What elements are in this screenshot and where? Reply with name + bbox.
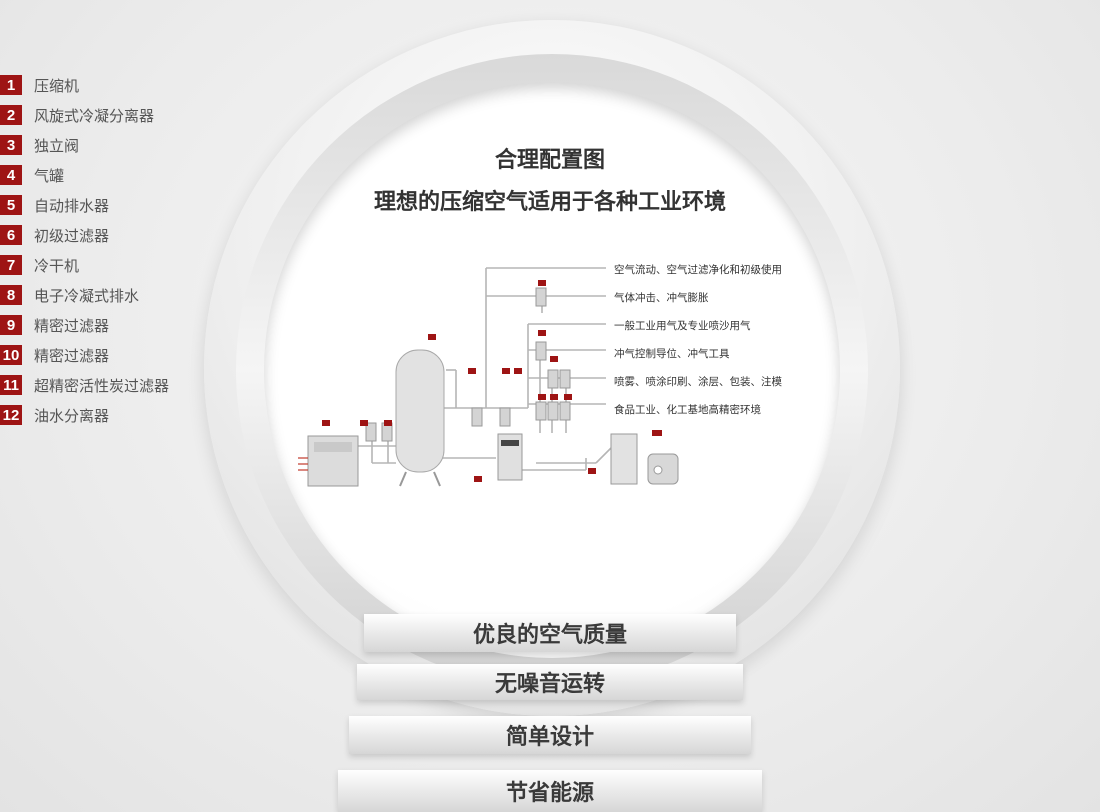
legend-item: 6 初级过滤器 (0, 224, 109, 246)
legend-number: 1 (0, 75, 22, 95)
legend-label: 气罐 (34, 166, 65, 185)
usage-item: 冲气控制导位、冲气工具 (614, 348, 730, 360)
legend-label: 自动排水器 (34, 196, 110, 215)
usage-item: 空气流动、空气过滤净化和初级使用 (614, 264, 782, 276)
legend-number: 6 (0, 225, 22, 245)
legend-item: 8 电子冷凝式排水 (0, 284, 139, 306)
legend-item: 10 精密过滤器 (0, 344, 109, 366)
legend-number: 8 (0, 285, 22, 305)
legend-item: 3 独立阀 (0, 134, 79, 156)
feature-step-2: 无噪音运转 (357, 664, 743, 700)
usage-item: 喷雾、喷涂印刷、涂层、包装、注模 (614, 376, 782, 388)
legend-item: 9 精密过滤器 (0, 314, 109, 336)
legend-label: 初级过滤器 (34, 226, 110, 245)
diagram-subtitle: 理想的压缩空气适用于各种工业环境 (373, 190, 726, 215)
legend-item: 2 风旋式冷凝分离器 (0, 104, 154, 126)
legend-number: 11 (0, 375, 22, 395)
legend-label: 压缩机 (34, 76, 80, 95)
feature-step-1: 优良的空气质量 (364, 614, 736, 652)
legend-number: 12 (0, 405, 22, 425)
legend-label: 超精密活性炭过滤器 (34, 376, 170, 395)
usage-item: 食品工业、化工基地高精密环境 (614, 404, 761, 416)
legend-item: 12 油水分离器 (0, 404, 109, 426)
legend-label: 油水分离器 (34, 406, 110, 425)
legend-item: 5 自动排水器 (0, 194, 109, 216)
legend-number: 5 (0, 195, 22, 215)
legend-number: 4 (0, 165, 22, 185)
diagram-title: 合理配置图 (494, 148, 605, 173)
legend-label: 精密过滤器 (34, 346, 110, 365)
usage-item: 气体冲击、冲气膨胀 (614, 292, 709, 304)
legend-number: 7 (0, 255, 22, 275)
legend-number: 9 (0, 315, 22, 335)
legend-item: 11 超精密活性炭过滤器 (0, 374, 169, 396)
feature-step-3: 简单设计 (349, 716, 751, 754)
legend-label: 独立阀 (34, 136, 80, 155)
legend-label: 冷干机 (34, 256, 80, 275)
legend-number: 2 (0, 105, 22, 125)
legend-item: 1 压缩机 (0, 74, 79, 96)
legend-number: 3 (0, 135, 22, 155)
legend-label: 风旋式冷凝分离器 (34, 106, 155, 125)
equipment-layout-illustration (298, 267, 679, 487)
legend-item: 7 冷干机 (0, 254, 79, 276)
legend-label: 电子冷凝式排水 (34, 286, 140, 305)
legend-item: 4 气罐 (0, 164, 64, 186)
legend-number: 10 (0, 345, 22, 365)
feature-step-4: 节省能源 (338, 770, 762, 812)
legend-label: 精密过滤器 (34, 316, 110, 335)
usage-item: 一般工业用气及专业喷沙用气 (614, 320, 751, 332)
